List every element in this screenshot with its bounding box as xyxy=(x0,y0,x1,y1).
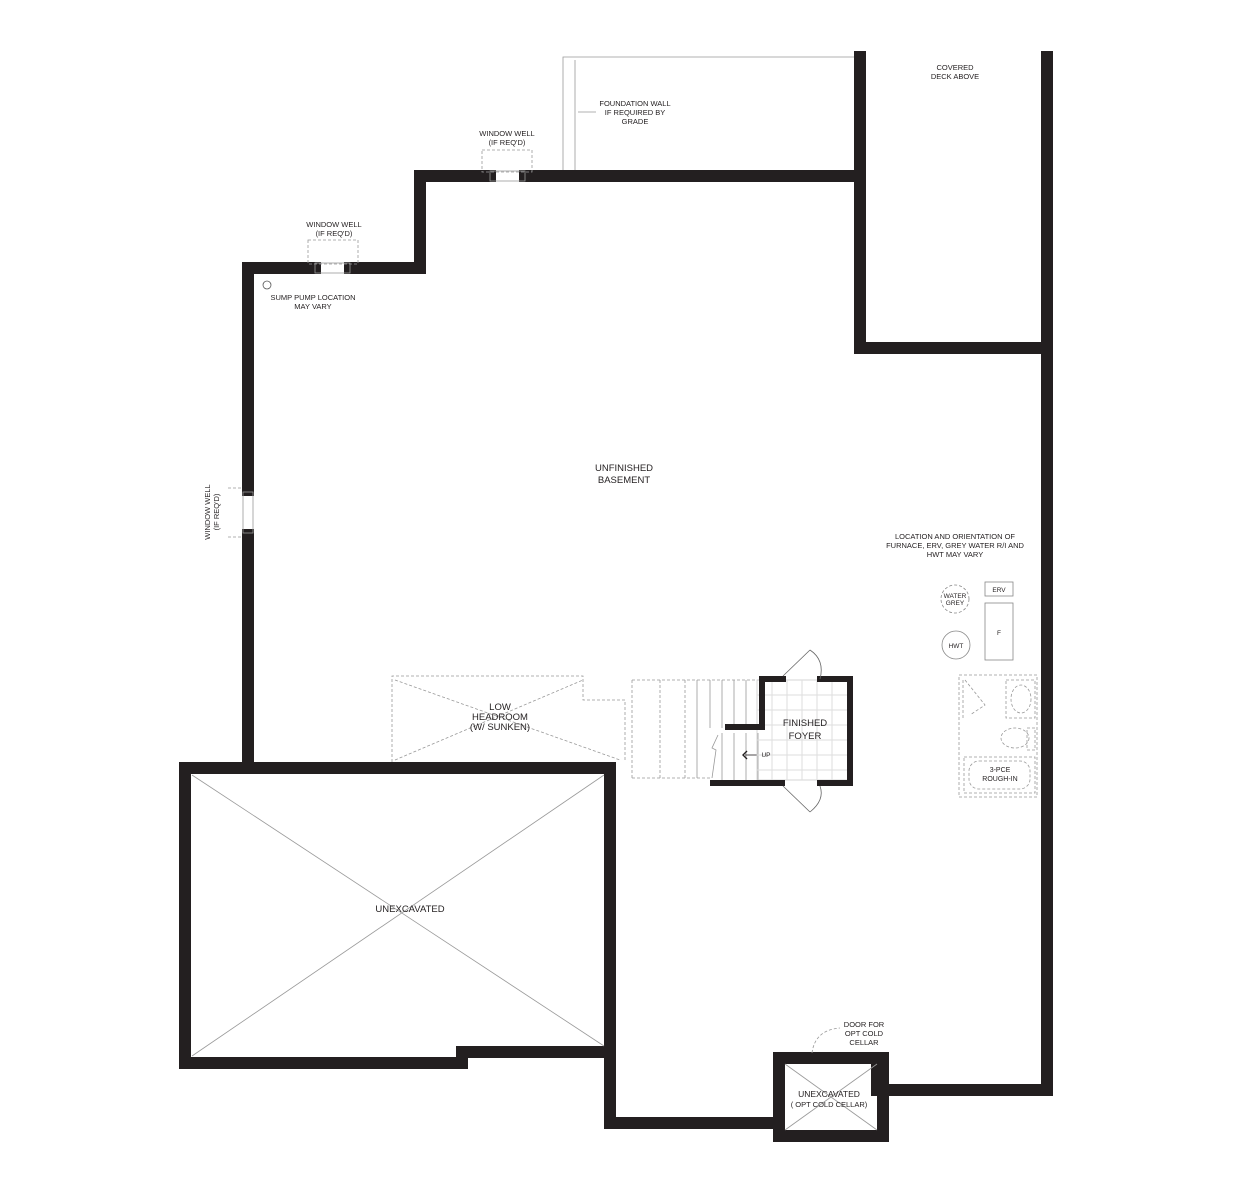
window-well-upper-left-label: WINDOW WELL(IF REQ'D) xyxy=(306,220,361,238)
hwt-label: HWT xyxy=(949,643,964,650)
stairs-up-label: UP xyxy=(761,752,770,759)
sump-pump-icon xyxy=(262,280,272,290)
window-well-left-label: WINDOW WELL(IF REQ'D) xyxy=(203,484,221,539)
furnace-unit xyxy=(984,602,1014,661)
cold-cellar-door-swing xyxy=(811,1027,841,1054)
hwt-icon xyxy=(941,630,971,660)
arrow-left-icon xyxy=(742,750,748,760)
exterior-walls xyxy=(179,51,1053,1142)
cold-cellar-label: UNEXCAVATED( OPT COLD CELLAR) xyxy=(791,1089,868,1109)
foyer-doors[interactable] xyxy=(782,649,822,813)
window-well-upper-left xyxy=(307,239,359,274)
erv-label: ERV xyxy=(992,587,1006,594)
cold-cellar-x xyxy=(784,1063,878,1131)
unexcavated-x xyxy=(191,774,605,1057)
low-headroom-area xyxy=(391,675,626,762)
foyer-tile-grid xyxy=(756,679,850,781)
foundation-wall-lines xyxy=(562,56,855,170)
window-well-top xyxy=(481,149,533,182)
stairs xyxy=(631,679,760,780)
unexcavated-label: UNEXCAVATED xyxy=(375,904,444,915)
window-well-top-label: WINDOW WELL(IF REQ'D) xyxy=(479,129,534,147)
foyer-walls xyxy=(710,676,853,786)
bath-rough-in xyxy=(958,674,1038,798)
water-grey-icon xyxy=(940,584,970,614)
erv-unit xyxy=(984,581,1014,597)
window-well-left xyxy=(228,487,254,538)
furnace-label: F xyxy=(997,630,1001,637)
